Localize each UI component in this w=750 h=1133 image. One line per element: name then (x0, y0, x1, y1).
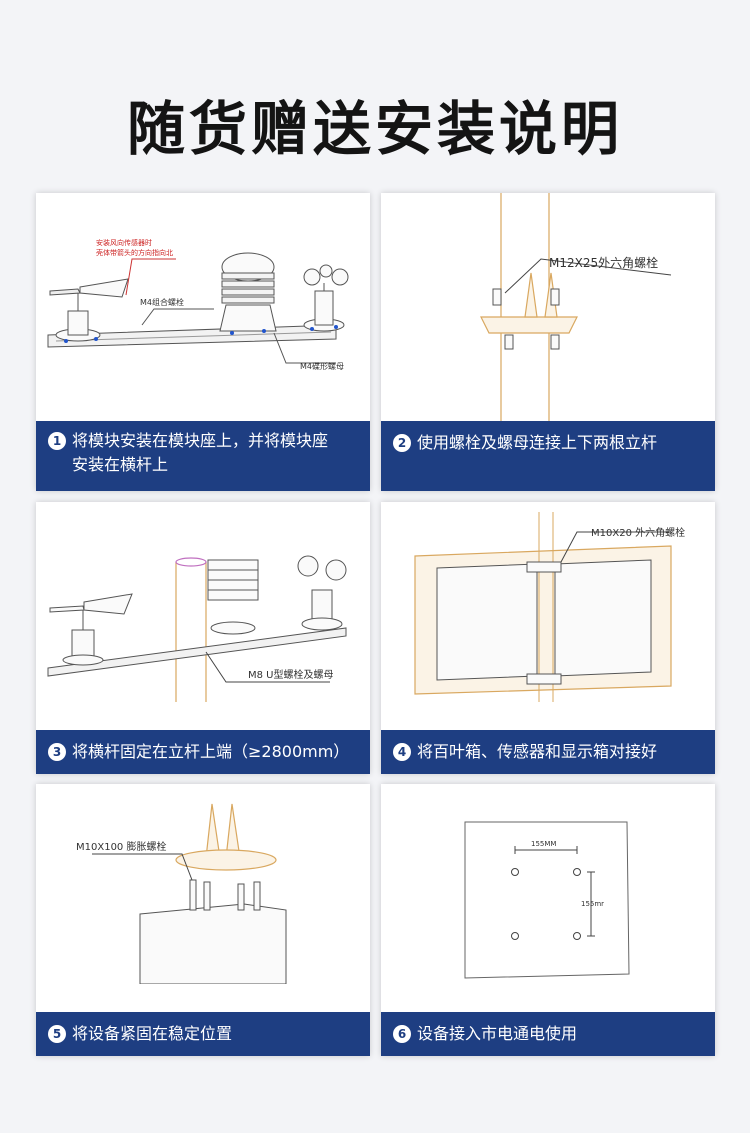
step-number-badge: 5 (48, 1025, 66, 1043)
step-2-text: 使用螺栓及螺母连接上下两根立杆 (417, 433, 658, 452)
annot-red-line2: 壳体带箭头的方向指向北 (96, 248, 173, 257)
step-3-caption: 3 将横杆固定在立杆上端（≥2800mm） (36, 730, 370, 774)
step-5-caption: 5 将设备紧固在稳定位置 (36, 1012, 370, 1056)
step-6-illustration: 155MM 155mr (464, 821, 630, 979)
step-card-6: 155MM 155mr 6 设备接入市电通电使用 (381, 784, 715, 1056)
annot-nut: M4碟形螺母 (300, 361, 344, 371)
step-card-5: M10X100 膨胀螺栓 5 将设备紧固在稳定位置 (36, 784, 370, 1056)
step-card-3: M8 U型螺栓及螺母 3 将横杆固定在立杆上端（≥2800mm） (36, 502, 370, 774)
step-5-illustration: M10X100 膨胀螺栓 (76, 803, 287, 984)
step-1-text-line1: 将模块安装在模块座上，并将模块座 (72, 431, 329, 450)
page-title: 随货赠送安装说明 (126, 95, 623, 163)
annot-m12: M12X25外六角螺栓 (549, 255, 658, 270)
annot-red-line1: 安装风向传感器时 (96, 238, 152, 247)
step-4-illustration: M10X20 外六角螺栓 (414, 512, 685, 702)
dim-vertical: 155mr (581, 900, 604, 908)
step-4-caption: 4 将百叶箱、传感器和显示箱对接好 (381, 730, 715, 774)
dim-horizontal: 155MM (531, 840, 556, 848)
step-number-badge: 3 (48, 743, 66, 761)
step-6-text: 设备接入市电通电使用 (417, 1024, 578, 1043)
step-card-4: M10X20 外六角螺栓 4 将百叶箱、传感器和显示箱对接好 (381, 502, 715, 774)
step-card-2: M12X25外六角螺栓 2 使用螺栓及螺母连接上下两根立杆 (381, 193, 715, 491)
step-number-badge: 4 (393, 743, 411, 761)
annot-m10x20: M10X20 外六角螺栓 (591, 526, 685, 539)
step-1-illustration: 安装风向传感器时 壳体带箭头的方向指向北 M4组合螺栓 M4碟形螺母 (47, 238, 349, 371)
step-5-text: 将设备紧固在稳定位置 (72, 1024, 233, 1043)
step-number-badge: 1 (48, 432, 66, 450)
step-2-illustration: M12X25外六角螺栓 (480, 193, 672, 421)
annot-bolt: M4组合螺栓 (140, 297, 184, 307)
step-4-text: 将百叶箱、传感器和显示箱对接好 (417, 742, 658, 761)
step-3-text: 将横杆固定在立杆上端（≥2800mm） (72, 742, 350, 761)
annot-m8: M8 U型螺栓及螺母 (248, 668, 334, 681)
step-6-caption: 6 设备接入市电通电使用 (381, 1012, 715, 1056)
step-card-1: 安装风向传感器时 壳体带箭头的方向指向北 M4组合螺栓 M4碟形螺母 1 将模块安… (36, 193, 370, 491)
step-1-text-line2: 安装在横杆上 (72, 455, 169, 474)
step-number-badge: 6 (393, 1025, 411, 1043)
step-3-illustration: M8 U型螺栓及螺母 (47, 555, 347, 702)
step-number-badge: 2 (393, 434, 411, 452)
annot-m10x100: M10X100 膨胀螺栓 (76, 840, 166, 853)
step-1-caption: 1 将模块安装在模块座上，并将模块座 安装在横杆上 (36, 421, 370, 491)
step-2-caption: 2 使用螺栓及螺母连接上下两根立杆 (381, 421, 715, 491)
